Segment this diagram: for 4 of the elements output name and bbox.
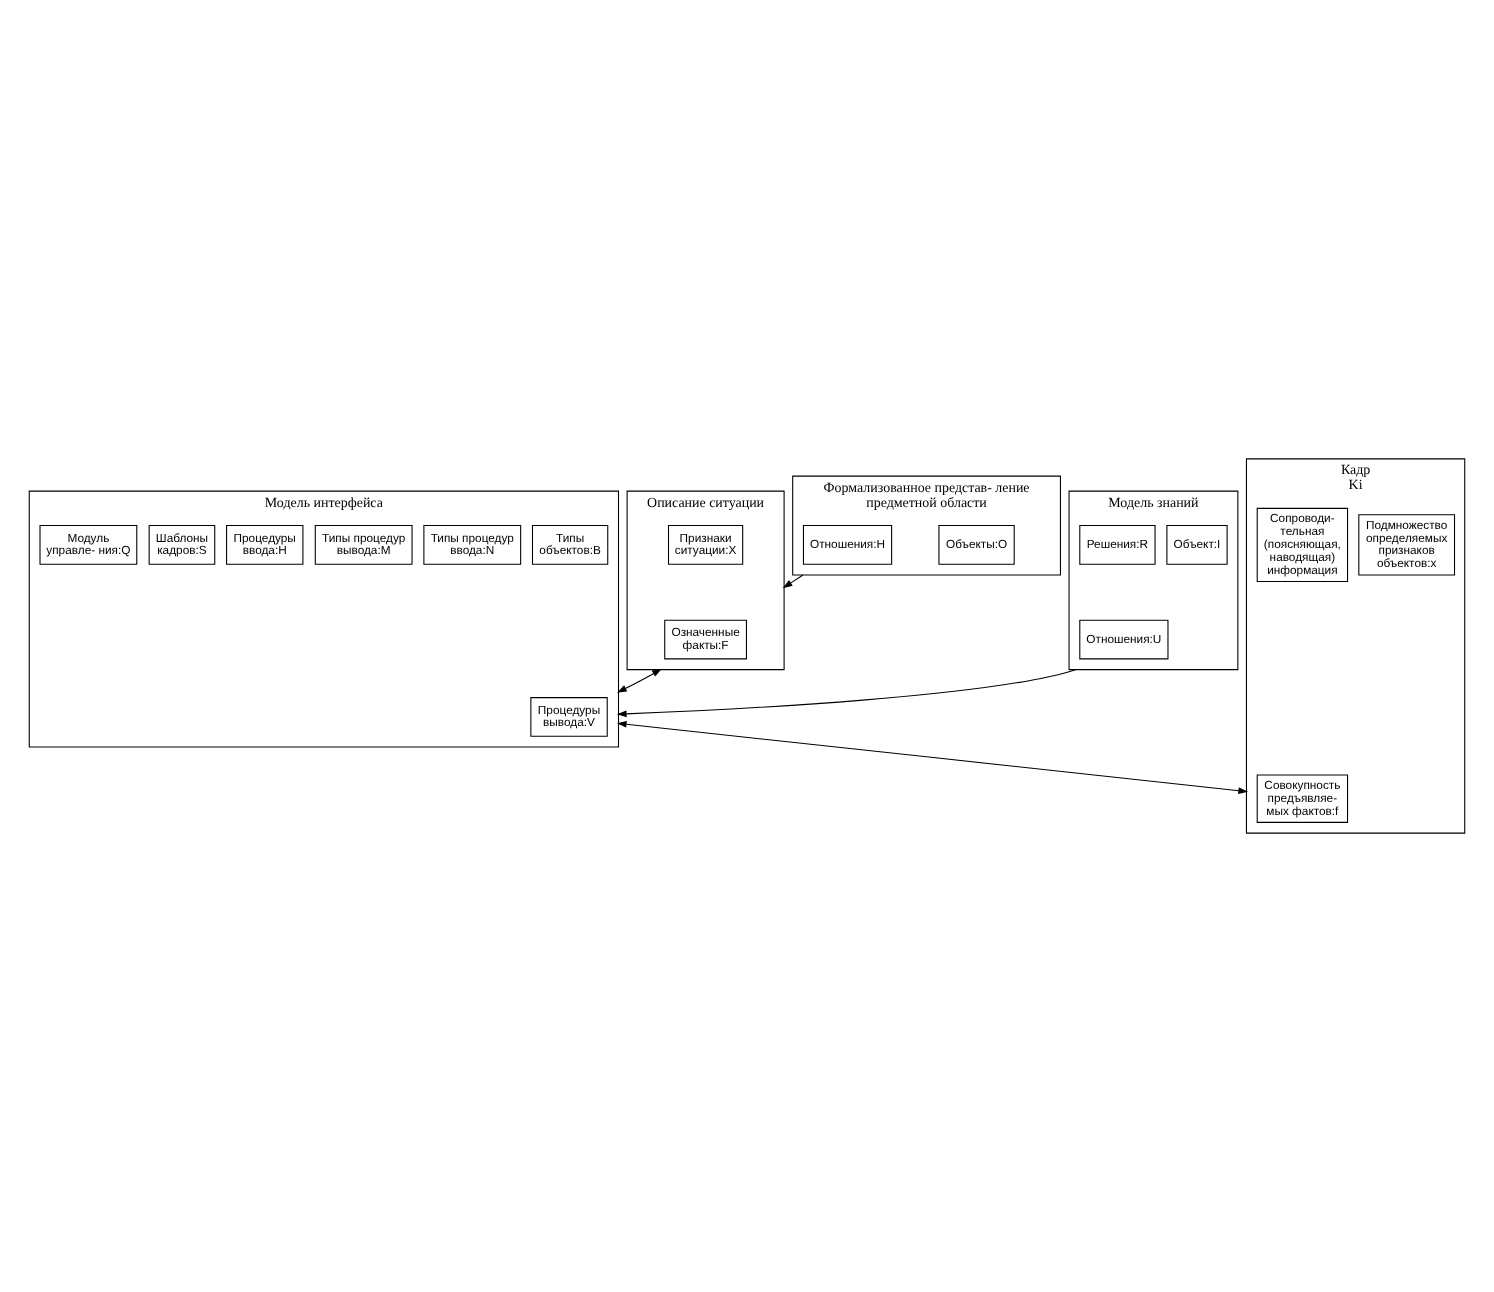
arrow — [616, 669, 1077, 718]
arrow — [616, 720, 1249, 795]
arrow — [782, 574, 804, 589]
arrow — [617, 668, 662, 693]
